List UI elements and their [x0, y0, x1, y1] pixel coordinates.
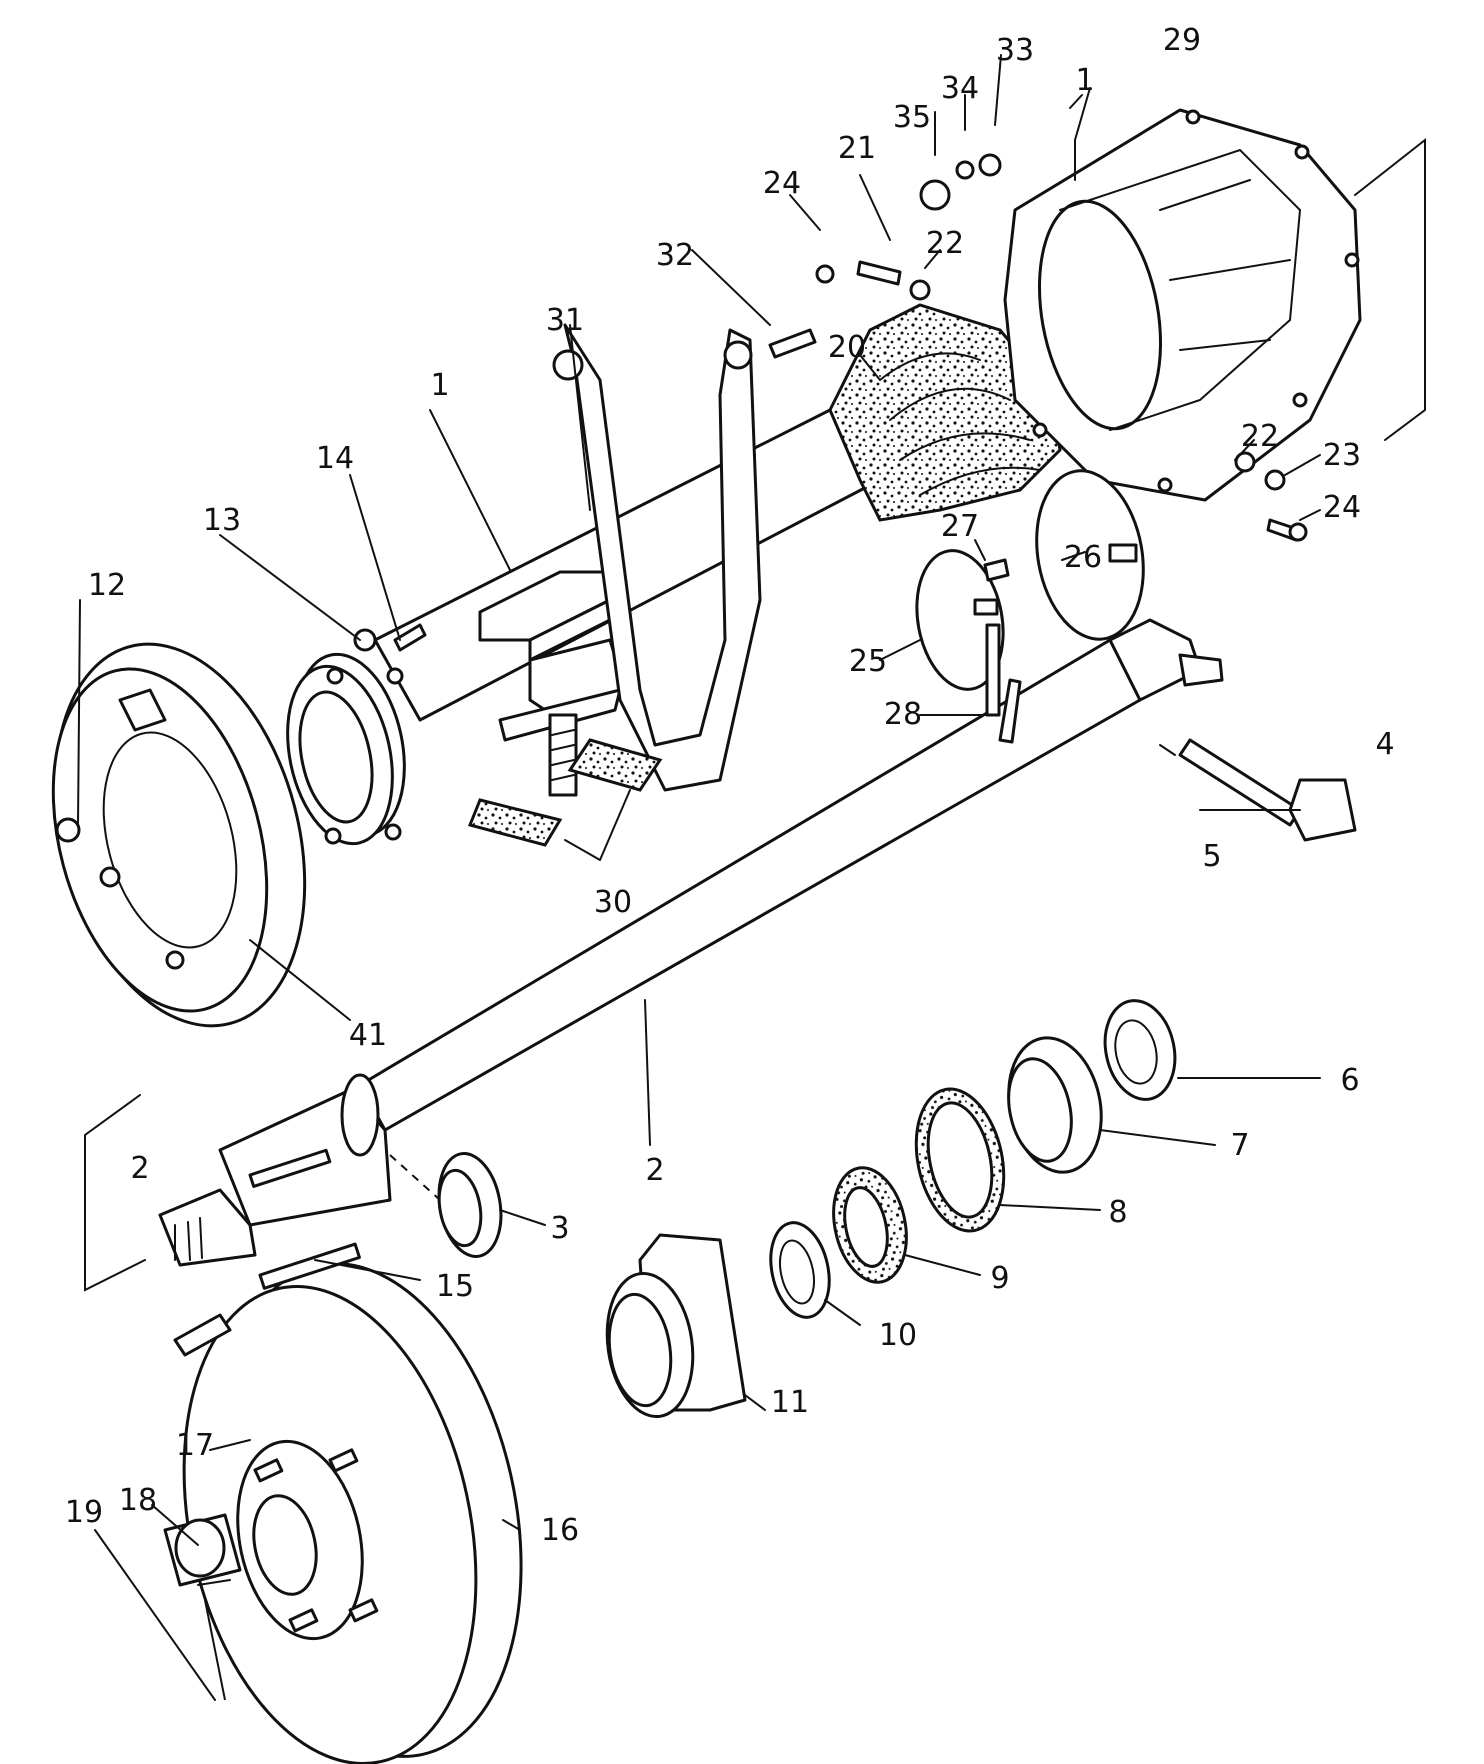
callout-17: 17 [176, 1428, 214, 1463]
callout-33: 33 [996, 33, 1034, 68]
callout-22b: 22 [1241, 419, 1279, 454]
callout-35: 35 [893, 100, 931, 135]
callout-2b: 2 [645, 1153, 664, 1188]
callout-1b: 1 [430, 368, 449, 403]
callout-32: 32 [656, 238, 694, 273]
callout-25: 25 [849, 644, 887, 679]
pin-and-block [1178, 738, 1357, 842]
callout-5: 5 [1202, 839, 1221, 874]
callout-8: 8 [1108, 1195, 1127, 1230]
callout-19: 19 [65, 1495, 103, 1530]
callout-1a: 1 [1075, 63, 1094, 98]
oil-seal [437, 1152, 503, 1258]
callout-22a: 22 [926, 226, 964, 261]
spring-seat-block [478, 570, 627, 797]
callout-16: 16 [541, 1513, 579, 1548]
spring-pads [467, 738, 663, 847]
callout-23: 23 [1323, 438, 1361, 473]
callout-41: 41 [349, 1018, 387, 1053]
callout-7: 7 [1230, 1128, 1249, 1163]
callout-6: 6 [1340, 1063, 1359, 1098]
callout-9: 9 [990, 1261, 1009, 1296]
callout-18: 18 [119, 1483, 157, 1518]
callout-24b: 24 [1323, 490, 1361, 525]
callout-24a: 24 [763, 166, 801, 201]
callout-20: 20 [828, 330, 866, 365]
housing-bracket-line [1354, 137, 1426, 441]
callout-11: 11 [771, 1385, 809, 1420]
brake-backplate [51, 642, 307, 1028]
callout-15: 15 [436, 1269, 474, 1304]
callout-30: 30 [594, 885, 632, 920]
callout-10: 10 [879, 1318, 917, 1353]
bearing-housing [605, 1233, 747, 1419]
half-shaft-bracket-line [84, 1094, 146, 1292]
callout-26: 26 [1064, 540, 1102, 575]
leader-lines [77, 54, 1321, 1701]
callout-2a: 2 [130, 1151, 149, 1186]
half-shaft [158, 618, 1224, 1267]
seal-axis-dash [389, 1154, 441, 1201]
callout-13: 13 [203, 503, 241, 538]
callout-27: 27 [941, 509, 979, 544]
housing-brake-flange [286, 652, 406, 846]
callout-14: 14 [316, 441, 354, 476]
bearing-stack [769, 999, 1177, 1319]
callout-29: 29 [1163, 23, 1201, 58]
callout-labels: 1 1 2 2 3 4 5 6 7 8 9 10 11 12 13 14 15 … [65, 23, 1395, 1548]
callout-34: 34 [941, 71, 979, 106]
gaiter-boot [828, 303, 1062, 522]
callout-21: 21 [838, 131, 876, 166]
hose-clamps [915, 469, 1145, 717]
callout-4: 4 [1375, 727, 1394, 762]
stud-nut-splitpin [163, 1242, 361, 1701]
callout-12: 12 [88, 568, 126, 603]
differential-mount-housing [1003, 108, 1362, 502]
small-hardware [353, 153, 1308, 744]
callout-3: 3 [550, 1211, 569, 1246]
callout-31: 31 [546, 303, 584, 338]
callout-28: 28 [884, 697, 922, 732]
brake-drum [182, 1262, 523, 1764]
